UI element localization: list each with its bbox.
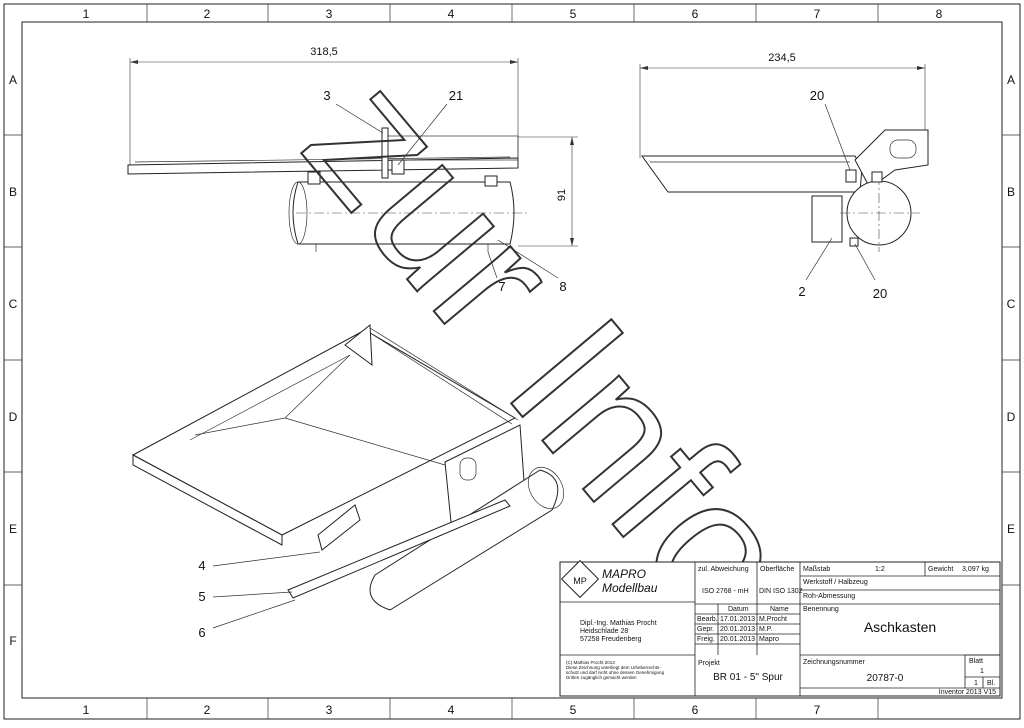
row-label-d-right: D: [1007, 410, 1016, 424]
dim-width-side: 234,5: [768, 52, 796, 64]
gewicht-value: 3,097 kg: [962, 566, 989, 573]
logo-line2: Modellbau: [602, 581, 658, 595]
col-label-6-bottom: 6: [692, 703, 699, 717]
address-line2: Heidschlade 28: [580, 628, 628, 635]
callout-2: 2: [798, 284, 805, 299]
freig-label: Freig.: [697, 636, 715, 643]
col-label-3: 3: [326, 7, 333, 21]
blatt-value: 1: [980, 668, 984, 675]
row-label-e-right: E: [1007, 522, 1015, 536]
projekt-label: Projekt: [698, 660, 720, 667]
zeichnungsnummer-value: 20787-0: [867, 673, 904, 684]
copyright-line3: schutz und darf nicht ohne dessen Genehm…: [566, 670, 665, 675]
copyright: (C) Mathias Procht 2013 Diese Zeichnung …: [566, 660, 665, 680]
row-label-a-right: A: [1007, 73, 1015, 87]
isometric-view: [131, 323, 565, 629]
address-line1: Dipl.-Ing. Mathias Procht: [580, 620, 657, 627]
row-label-d: D: [9, 410, 18, 424]
copyright-line4: Dritten zugänglich gemacht werden: [566, 675, 637, 680]
callout-6: 6: [198, 625, 205, 640]
col-label-2: 2: [204, 7, 211, 21]
title-block: MP: [559, 559, 1001, 697]
logo-text: MAPRO Modellbau: [602, 567, 658, 595]
massstab-label: Maßstab: [803, 566, 830, 573]
col-label-5: 5: [570, 7, 577, 21]
zul-abw-value: ISO 2768 - mH: [702, 588, 749, 595]
logo-line1: MAPRO: [602, 567, 646, 581]
col-label-1: 1: [83, 7, 90, 21]
front-view: 318,5 91: [127, 46, 578, 279]
dim-width-front: 318,5: [310, 46, 338, 58]
projekt-value: BR 01 - 5" Spur: [713, 672, 783, 683]
grid-ticks: [4, 4, 1020, 719]
massstab-value: 1:2: [875, 566, 885, 573]
row-label-b-right: B: [1007, 185, 1015, 199]
callout-5: 5: [198, 589, 205, 604]
gewicht-label: Gewicht: [928, 566, 953, 573]
callout-3: 3: [323, 88, 330, 103]
col-label-4-bottom: 4: [448, 703, 455, 717]
freig-name: Mapro: [759, 636, 779, 643]
oberflaeche-value: DIN ISO 1302: [759, 588, 803, 595]
side-view: 234,5: [639, 52, 929, 281]
row-label-c: C: [9, 297, 18, 311]
benennung-label: Benennung: [803, 606, 839, 613]
name-label: Name: [770, 606, 789, 613]
gepr-label: Gepr.: [697, 626, 714, 633]
bearb-date: 17.01.2013: [720, 616, 755, 623]
oberflaeche-label: Oberfläche: [760, 566, 794, 573]
col-label-1-bottom: 1: [83, 703, 90, 717]
software-version: Inventor 2013 V15: [939, 689, 996, 696]
bearb-label: Bearb.: [697, 616, 718, 623]
grid-labels: 1 2 3 4 5 6 7 8 1 2 3 4 5 6 7 A B C D E …: [9, 7, 1016, 717]
callout-20-bottom: 20: [873, 286, 887, 301]
address: Dipl.-Ing. Mathias Procht Heidschlade 28…: [580, 620, 657, 643]
col-label-7-bottom: 7: [814, 703, 821, 717]
callout-4: 4: [198, 558, 205, 573]
col-label-6: 6: [692, 7, 699, 21]
col-label-8: 8: [936, 7, 943, 21]
title-fields: zul. Abweichung ISO 2768 - mH Oberfläche…: [697, 566, 996, 696]
callout-20-top: 20: [810, 88, 824, 103]
col-label-4: 4: [448, 7, 455, 21]
copyright-line2: Diese Zeichnung unterliegt dem Urheberre…: [566, 665, 661, 670]
bearb-name: M.Procht: [759, 616, 787, 623]
blatt-bl: Bl.: [987, 680, 995, 687]
benennung-value: Aschkasten: [864, 619, 936, 635]
row-label-b: B: [9, 185, 17, 199]
logo-mark: MP: [573, 576, 587, 586]
copyright-line1: (C) Mathias Procht 2013: [566, 660, 615, 665]
blatt-of: 1: [974, 680, 978, 687]
gepr-date: 20.01.2013: [720, 626, 755, 633]
werkstoff-label: Werkstoff / Halbzeug: [803, 579, 868, 586]
callout-21: 21: [449, 88, 463, 103]
col-label-3-bottom: 3: [326, 703, 333, 717]
row-label-a: A: [9, 73, 17, 87]
datum-label: Datum: [728, 606, 749, 613]
gepr-name: M.P.: [759, 626, 773, 633]
address-line3: 57258 Freudenberg: [580, 636, 642, 643]
row-label-f: F: [9, 634, 16, 648]
dim-height-front: 91: [556, 189, 568, 201]
zeichnungsnummer-label: Zeichnungsnummer: [803, 659, 866, 666]
row-label-c-right: C: [1007, 297, 1016, 311]
col-label-7: 7: [814, 7, 821, 21]
col-label-2-bottom: 2: [204, 703, 211, 717]
freig-date: 20.01.2013: [720, 636, 755, 643]
zul-abw-label: zul. Abweichung: [698, 566, 749, 573]
col-label-5-bottom: 5: [570, 703, 577, 717]
rohabmessung-label: Roh-Abmessung: [803, 593, 855, 600]
callout-7: 7: [498, 279, 505, 294]
blatt-label: Blatt: [969, 658, 983, 665]
row-label-e: E: [9, 522, 17, 536]
callout-8: 8: [559, 279, 566, 294]
